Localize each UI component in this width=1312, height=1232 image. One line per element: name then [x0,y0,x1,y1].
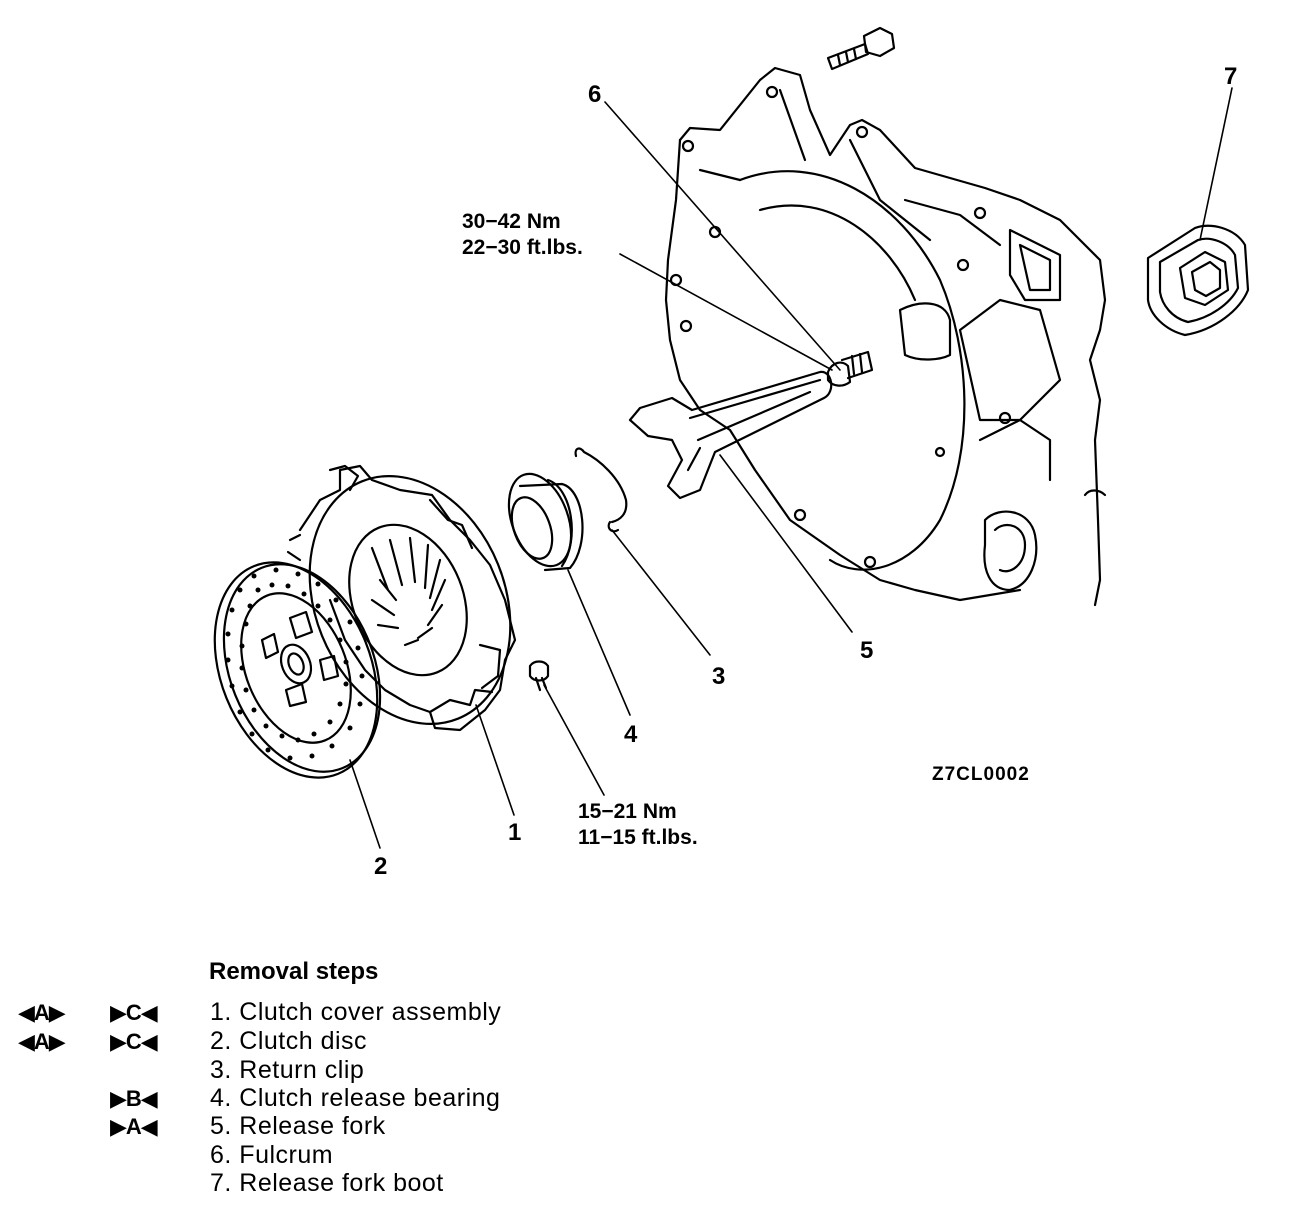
step-row: 6. Fulcrum [0,1141,640,1171]
service-mark: ◀A▶ [18,1029,66,1054]
step-text: 3. Return clip [210,1056,365,1084]
callout-1: 1 [508,819,521,846]
step-row: 7. Release fork boot [0,1169,640,1199]
step-text: 6. Fulcrum [210,1141,334,1169]
torque-cover-nm: 15−21 Nm [578,800,677,823]
figure-code: Z7CL0002 [932,764,1030,785]
step-row: ▶A◀ 5. Release fork [0,1112,640,1142]
service-mark: ▶B◀ [110,1086,158,1111]
callout-2: 2 [374,853,387,880]
service-mark: ▶C◀ [110,1000,158,1025]
disc-rivets [225,567,365,761]
exploded-clutch-diagram: 1 2 3 4 5 6 7 30−42 Nm 22−30 ft.lbs. 15−… [213,26,1250,880]
step-row: 3. Return clip [0,1056,640,1086]
clutch-cover-assembly [286,464,517,732]
step-row: ◀A▶ ▶C◀ 2. Clutch disc [0,1027,640,1057]
step-text: 2. Clutch disc [210,1027,368,1055]
torque-fulcrum-nm: 30−42 Nm [462,210,561,233]
service-mark: ◀A▶ [18,1000,66,1025]
step-text: 5. Release fork [210,1112,386,1140]
step-text: 7. Release fork boot [210,1169,444,1197]
step-text: 4. Clutch release bearing [210,1084,501,1112]
return-clip [574,447,628,533]
callout-6: 6 [588,81,601,108]
callout-5: 5 [860,637,873,664]
step-row: ◀A▶ ▶C◀ 1. Clutch cover assembly [0,998,640,1028]
step-row: ▶B◀ 4. Clutch release bearing [0,1084,640,1114]
fulcrum-part [826,350,874,387]
service-mark: ▶C◀ [110,1029,158,1054]
torque-fulcrum-ftlbs: 22−30 ft.lbs. [462,236,583,259]
release-fork-boot [1146,224,1250,337]
step-text: 1. Clutch cover assembly [210,998,502,1026]
callout-4: 4 [624,721,638,748]
leader-lines [349,87,1233,849]
callout-3: 3 [712,663,725,690]
service-mark: ▶A◀ [110,1114,158,1139]
removal-steps-title: Removal steps [209,958,379,985]
torque-cover-ftlbs: 11−15 ft.lbs. [578,826,698,849]
transmission-housing [664,66,1107,607]
clutch-disc [213,561,382,779]
callout-7: 7 [1224,63,1237,90]
release-bearing [507,472,584,572]
bolt-icon [826,26,896,71]
release-fork [628,370,833,500]
